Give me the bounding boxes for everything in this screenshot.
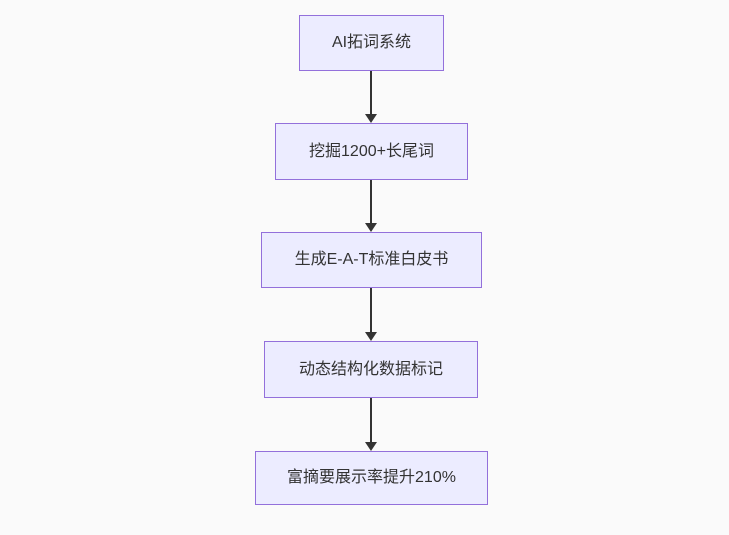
arrow-line bbox=[370, 180, 372, 225]
flow-node-label: AI拓词系统 bbox=[331, 34, 412, 52]
flow-node-longtail-keywords: 挖掘1200+长尾词 bbox=[275, 123, 468, 180]
flow-edge-n1-n2 bbox=[365, 71, 377, 123]
arrow-down-icon bbox=[365, 223, 377, 232]
flow-node-rich-snippet-rate: 富摘要展示率提升210% bbox=[255, 451, 488, 505]
arrow-down-icon bbox=[365, 442, 377, 451]
flow-edge-n4-n5 bbox=[365, 398, 377, 451]
flow-edge-n3-n4 bbox=[365, 288, 377, 341]
flow-node-ai-expansion-system: AI拓词系统 bbox=[299, 15, 444, 71]
arrow-down-icon bbox=[365, 114, 377, 123]
arrow-down-icon bbox=[365, 332, 377, 341]
flow-node-label: 挖掘1200+长尾词 bbox=[309, 142, 434, 160]
flow-node-label: 动态结构化数据标记 bbox=[298, 360, 443, 378]
flow-node-label: 富摘要展示率提升210% bbox=[287, 469, 456, 487]
flow-node-label: 生成E-A-T标准白皮书 bbox=[294, 251, 449, 269]
flow-edge-n2-n3 bbox=[365, 180, 377, 232]
arrow-line bbox=[370, 71, 372, 116]
flow-node-structured-data-markup: 动态结构化数据标记 bbox=[264, 341, 478, 398]
flow-node-eat-whitepaper: 生成E-A-T标准白皮书 bbox=[261, 232, 482, 288]
arrow-line bbox=[370, 398, 372, 444]
arrow-line bbox=[370, 288, 372, 334]
